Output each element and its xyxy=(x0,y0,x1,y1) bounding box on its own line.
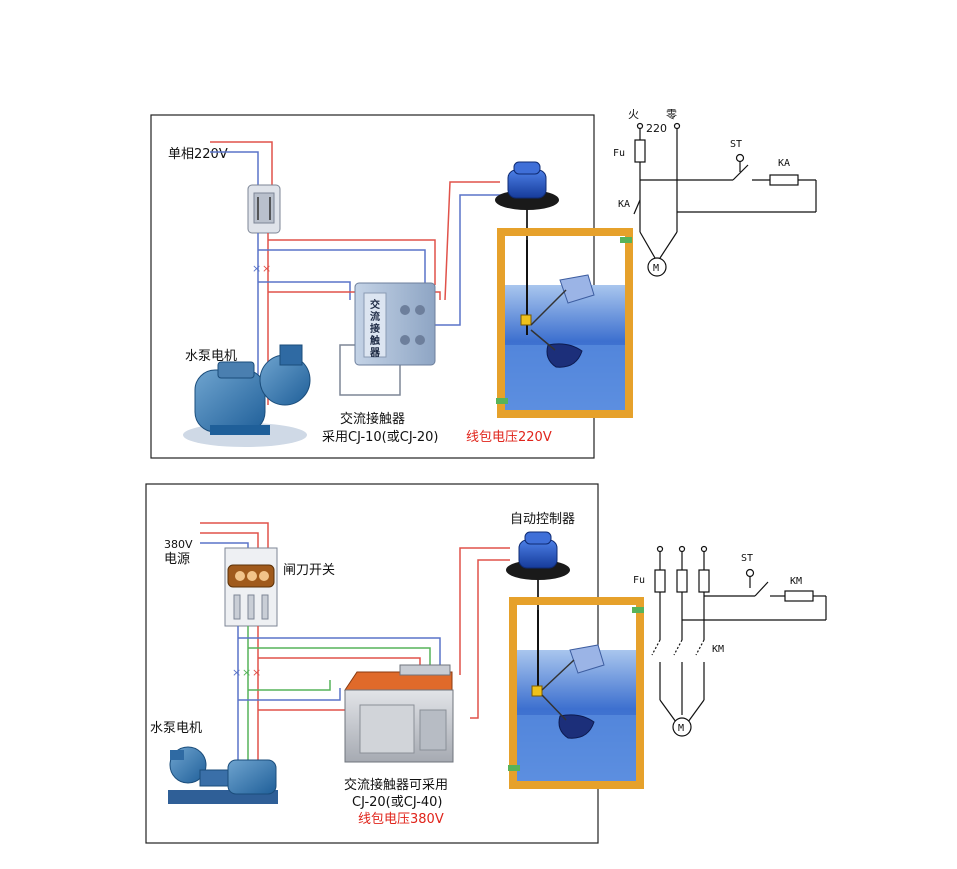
top-switch-label: ST xyxy=(730,139,742,150)
top-relay-coil-label: KA xyxy=(778,158,790,169)
bottom-switch-label: ST xyxy=(741,553,753,564)
bottom-panel: 380V 电源 闸刀开关 自动控制器 xyxy=(145,483,644,844)
bottom-contactor xyxy=(344,664,454,763)
bottom-schematic xyxy=(651,545,827,737)
top-schematic xyxy=(633,122,817,277)
top-neutral-label: 零 xyxy=(666,108,677,121)
top-relay-contact-label: KA xyxy=(618,199,630,210)
svg-text:×: × xyxy=(232,666,241,679)
top-fuse-label: Fu xyxy=(613,148,625,159)
bottom-supply-wires xyxy=(200,522,269,548)
svg-text:×: × xyxy=(242,666,251,679)
top-pump-motor-image xyxy=(183,344,311,447)
bottom-coil-voltage-note: 线包电压380V xyxy=(358,812,444,827)
svg-text:×: × xyxy=(252,262,261,275)
top-supply-label: 单相220V xyxy=(168,147,228,162)
top-contactor: 交 流 接 触 器 xyxy=(354,282,436,366)
top-contactor-char-5: 器 xyxy=(369,347,381,359)
bottom-contactor-contact-label: KM xyxy=(712,644,724,655)
bottom-contactor-coil-label: KM xyxy=(790,576,802,587)
top-contactor-char-3: 接 xyxy=(370,322,380,335)
top-supply-wires xyxy=(210,141,273,185)
bottom-contactor-label: 交流接触器可采用 xyxy=(344,777,448,793)
svg-text:×: × xyxy=(252,666,261,679)
bottom-supply-label-1: 380V xyxy=(164,538,193,551)
top-live-label: 火 xyxy=(628,108,639,121)
top-motor-label: 水泵电机 xyxy=(185,349,237,364)
top-power-wires xyxy=(257,181,510,410)
bottom-power-wires xyxy=(237,547,510,765)
top-panel: 单相220V × × xyxy=(150,114,633,459)
top-coil-voltage-note: 线包电压220V xyxy=(466,430,552,445)
top-contactor-char-1: 交 xyxy=(370,298,380,311)
bottom-controller-label: 自动控制器 xyxy=(510,512,575,527)
bottom-motor-label: 水泵电机 xyxy=(150,721,202,736)
bottom-knife-switch-label: 闸刀开关 xyxy=(283,563,335,578)
bottom-wire-crosses: × × × xyxy=(232,666,261,679)
bottom-pump-motor-image xyxy=(168,746,278,804)
bottom-auto-controller xyxy=(506,531,570,620)
bottom-contactor-model: CJ-20(或CJ-40) xyxy=(352,795,443,810)
top-water-tank xyxy=(496,228,633,418)
top-contactor-char-2: 流 xyxy=(370,310,380,323)
bottom-motor-symbol: M xyxy=(678,723,684,734)
svg-text:×: × xyxy=(262,262,271,275)
top-breaker-switch xyxy=(247,184,281,234)
top-wire-crosses: × × xyxy=(252,262,271,275)
top-contactor-label: 交流接触器 xyxy=(340,411,405,427)
bottom-water-tank xyxy=(508,597,644,789)
bottom-supply-label-2: 电源 xyxy=(164,552,190,567)
bottom-knife-switch xyxy=(224,547,278,627)
top-voltage-label: 220 xyxy=(646,122,667,135)
top-contactor-model: 采用CJ-10(或CJ-20) xyxy=(322,430,439,445)
top-motor-symbol: M xyxy=(653,263,659,274)
bottom-fuse-label: Fu xyxy=(633,575,645,586)
top-contactor-char-4: 触 xyxy=(369,334,380,347)
